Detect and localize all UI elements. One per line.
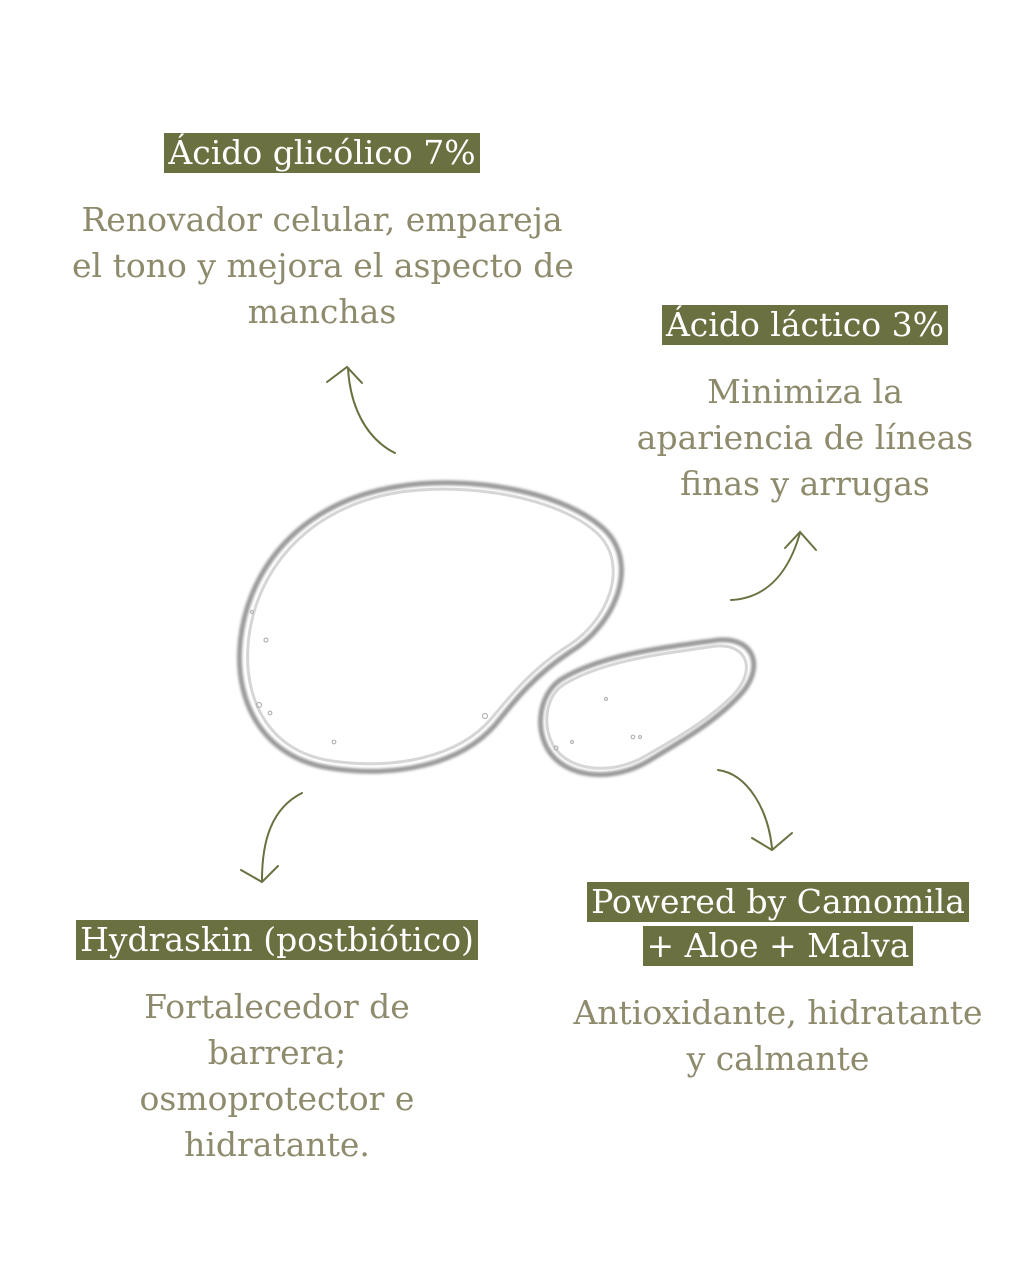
- description-line: el tono y mejora el aspecto de: [72, 246, 574, 285]
- ingredient-glicolico: Ácido glicólico 7% Renovador celular, em…: [72, 133, 574, 335]
- description-line: Minimiza la: [707, 372, 903, 411]
- description-line: apariencia de líneas: [636, 418, 974, 457]
- serum-drop-large-icon: [236, 480, 624, 774]
- ingredient-label: Ácido láctico 3%: [661, 305, 949, 345]
- ingredient-lactico: Ácido láctico 3% Minimiza la apariencia …: [622, 305, 988, 507]
- description-line: barrera;: [207, 1033, 347, 1072]
- description-line: manchas: [247, 292, 397, 331]
- description-line: Renovador celular, empareja: [81, 200, 563, 239]
- ingredient-label: Hydraskin (postbiótico): [76, 920, 478, 960]
- description-line: osmoprotector e: [139, 1079, 415, 1118]
- description-line: hidratante.: [184, 1125, 370, 1164]
- ingredient-description: Fortalecedor de barrera; osmoprotector e…: [52, 984, 502, 1168]
- curved-arrow-up-icon: [326, 365, 396, 454]
- ingredient-description: Minimiza la apariencia de líneas finas y…: [622, 369, 988, 507]
- description-line: finas y arrugas: [680, 464, 930, 503]
- curved-arrow-up-right-icon: [730, 530, 817, 601]
- ingredient-label-line2: + Aloe + Malva: [642, 926, 914, 966]
- ingredient-hydraskin: Hydraskin (postbiótico) Fortalecedor de …: [52, 920, 502, 1168]
- description-line: y calmante: [686, 1039, 870, 1078]
- description-line: Antioxidante, hidratante: [573, 993, 983, 1032]
- serum-drop-small-icon: [538, 637, 757, 778]
- ingredient-label-line1: Powered by Camomila: [587, 882, 969, 922]
- ingredient-description: Antioxidante, hidratante y calmante: [572, 990, 984, 1082]
- ingredient-label: Ácido glicólico 7%: [164, 133, 480, 173]
- description-line: Fortalecedor de: [144, 987, 410, 1026]
- curved-arrow-down-right-icon: [717, 769, 793, 852]
- curved-arrow-down-left-icon: [240, 792, 303, 884]
- ingredient-description: Renovador celular, empareja el tono y me…: [72, 197, 574, 335]
- ingredient-powered: Powered by Camomila + Aloe + Malva Antio…: [572, 882, 984, 1082]
